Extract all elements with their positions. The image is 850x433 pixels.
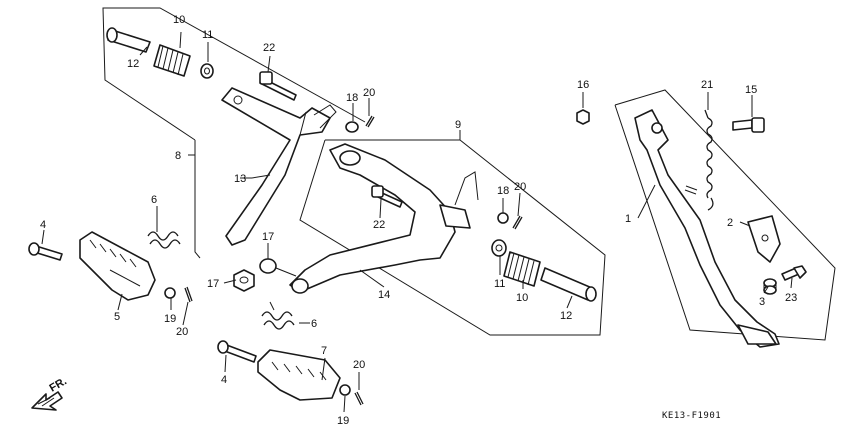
callout-20-lower: 20 [353, 359, 365, 371]
stand-pivot-bolt [684, 185, 698, 195]
callout-6-lower: 6 [311, 318, 317, 330]
step-bar-14 [289, 143, 479, 294]
washer-11-upper [200, 63, 214, 79]
callout-1: 1 [625, 213, 631, 225]
washer-18-upper [345, 121, 359, 133]
bolt-22-lower [371, 185, 403, 208]
collar-3 [763, 278, 777, 295]
washer-11-lower [491, 239, 507, 257]
callout-16: 16 [577, 79, 589, 91]
washer-19-upper [164, 287, 176, 299]
callout-17-right: 17 [262, 231, 274, 243]
callout-21: 21 [701, 79, 713, 91]
callout-14: 14 [378, 289, 390, 301]
front-direction-arrow: FR. [31, 375, 69, 411]
callout-23: 23 [785, 292, 797, 304]
bracket-2 [747, 215, 781, 263]
callout-12-upper: 12 [127, 58, 139, 70]
pivot-pin-12-upper [106, 27, 151, 53]
pivot-pin-12-lower [540, 267, 597, 302]
pin-4-lower [217, 340, 257, 363]
rubber-10-upper [153, 44, 191, 77]
front-direction-label: FR. [48, 375, 69, 394]
callout-22-lower: 22 [373, 219, 385, 231]
callout-10-lower: 10 [516, 292, 528, 304]
rear-step-group-outline-lower [194, 140, 201, 259]
footpeg-7 [257, 349, 341, 401]
washer-19-lower [339, 384, 351, 396]
cotter-pin-20-mid [512, 215, 523, 230]
callout-17-left: 17 [207, 278, 219, 290]
cotter-pin-20-upper-left [184, 286, 193, 303]
callout-3: 3 [759, 296, 765, 308]
spring-6-upper [147, 231, 181, 249]
cotter-pin-20-lower [354, 391, 364, 406]
bolt-22-upper [259, 71, 297, 101]
washer-18-mid [497, 212, 509, 224]
rubber-10-lower [503, 251, 541, 287]
callout-18-lower: 18 [497, 185, 509, 197]
callout-20-upper-left: 20 [176, 326, 188, 338]
footpeg-5 [79, 231, 156, 301]
callout-12-lower: 12 [560, 310, 572, 322]
callout-labels: 10 11 12 22 18 20 9 16 21 15 8 13 6 22 1… [40, 14, 797, 427]
callout-19-upper: 19 [164, 313, 176, 325]
callout-22-upper: 22 [263, 42, 275, 54]
side-stand-1 [634, 109, 780, 348]
callout-18-upper: 18 [346, 92, 358, 104]
bolt-23 [781, 265, 807, 281]
leader-lines [41, 31, 793, 413]
callout-9: 9 [455, 119, 461, 131]
callout-10-upper: 10 [173, 14, 185, 26]
spring-6-lower [261, 301, 295, 330]
pin-4-upper [28, 242, 63, 261]
nut-16 [576, 109, 590, 125]
bolt-15 [732, 117, 765, 133]
callout-19-lower: 19 [337, 415, 349, 427]
step-holder-13 [221, 87, 337, 246]
callout-20-upper: 20 [363, 87, 375, 99]
callout-8: 8 [175, 150, 181, 162]
callout-4-lower: 4 [221, 374, 227, 386]
callout-11-upper: 11 [202, 29, 213, 41]
spring-21 [704, 109, 714, 211]
callout-2: 2 [727, 217, 733, 229]
rear-step-group-outline [102, 7, 366, 141]
callout-13: 13 [234, 173, 246, 185]
cotter-pin-20-upper [365, 115, 375, 128]
drawing-code: KE13-F1901 [662, 411, 721, 421]
side-stand-group-outline [614, 89, 836, 341]
nut-17-left [233, 269, 255, 292]
callout-5: 5 [114, 311, 120, 323]
callout-7: 7 [321, 345, 327, 357]
callout-6-upper: 6 [151, 194, 157, 206]
callout-11-lower: 11 [494, 278, 505, 290]
nut-17-right [259, 258, 297, 277]
callout-20-mid: 20 [514, 181, 526, 193]
callout-4-upper: 4 [40, 219, 46, 231]
callout-15: 15 [745, 84, 757, 96]
